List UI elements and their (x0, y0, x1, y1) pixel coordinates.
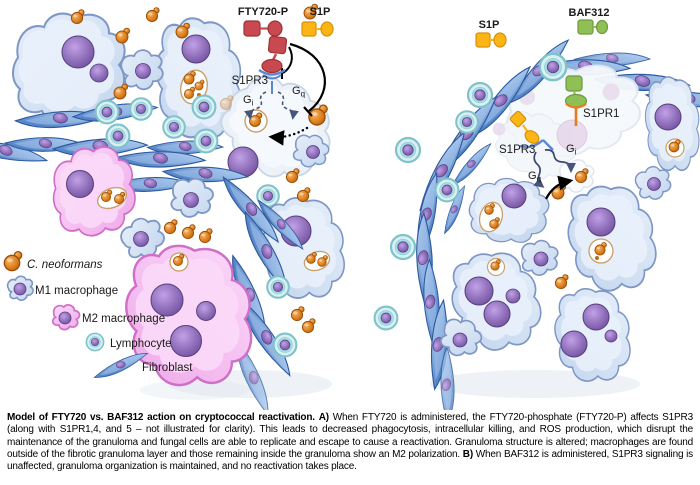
legend: C. neoformans M1 macrophage M2 macrophag… (3, 250, 193, 380)
fty720p-label: FTY720-P (238, 6, 288, 18)
legend-fungus-icon (3, 250, 23, 272)
m1-macrophage-small (520, 239, 559, 277)
caption-title: Model of FTY720 vs. BAF312 action on cry… (7, 412, 315, 423)
phagocytosis-arrow (544, 175, 574, 200)
gi-signal-arrow (244, 91, 267, 120)
m2-macrophage (46, 141, 141, 242)
s1p-ligand-icon-b (475, 32, 507, 48)
m1-macrophage (441, 241, 550, 360)
inhibition-branch (282, 46, 293, 74)
m1-macrophage-small (167, 174, 217, 222)
ghost-cells (485, 57, 647, 192)
legend-fibroblast: Fibroblast (142, 362, 193, 374)
gq-signal-arrow (533, 151, 545, 188)
figure-illustration: FTY720-P S1P S1PR3 G (0, 3, 700, 424)
membrane (262, 74, 282, 80)
s1pr3-receptor-complex-b: S1PR3 Gi Gq (499, 110, 577, 188)
ground-shadow (140, 380, 250, 400)
fungus (554, 274, 569, 290)
s1pr3-receptor-complex: S1PR3 Gi Gq (232, 35, 326, 146)
lymphocyte (266, 275, 290, 299)
m2-macrophage (120, 238, 258, 392)
m1-macrophage (258, 193, 349, 303)
s1pr1-label: S1PR1 (583, 108, 619, 120)
escape-dotted-arrow (268, 126, 309, 146)
legend-m1-macrophage: M1 macrophage (35, 285, 118, 297)
gi-signal-arrow (544, 149, 577, 174)
baf312-ligand-icon (577, 19, 609, 35)
m1-macrophage (560, 177, 664, 298)
inhibition-bar (303, 106, 313, 117)
s1pr1-receptor-complex: S1PR1 (564, 75, 619, 126)
lymphocyte (272, 332, 298, 358)
s1p-ligand-icon-a (301, 21, 334, 37)
m1-macrophage-small (289, 130, 333, 172)
gq-signal-arrow (277, 91, 299, 120)
figure-caption: Model of FTY720 vs. BAF312 action on cry… (7, 412, 693, 473)
gq-label-b: Gq (528, 170, 541, 184)
legend-c-neoformans: C. neoformans (27, 259, 103, 271)
m1-macrophage-small (435, 313, 487, 363)
inhibition-arc (289, 42, 326, 112)
membrane (565, 103, 587, 109)
caption-b-label: B) (462, 448, 473, 460)
membrane (258, 68, 286, 76)
legend-lymphocyte: Lymphocyte (110, 338, 172, 350)
s1p-label-b: S1P (479, 19, 500, 31)
legend-m1-icon (5, 273, 36, 303)
panel-b: S1P BAF312 S1PR1 (373, 7, 700, 424)
gi-label-a: Gi (243, 94, 254, 108)
gq-label-a: Gq (292, 85, 305, 99)
s1p-bound-ligand (509, 110, 527, 128)
legend-m2-icon (50, 301, 82, 333)
caption-b-text: When BAF312 is administered, S1PR3 signa… (7, 448, 693, 473)
legend-lymphocyte-icon (85, 332, 105, 352)
m1-macrophage-small (632, 162, 675, 204)
m1-macrophage (550, 284, 635, 385)
fungus (551, 183, 567, 200)
membrane (519, 139, 544, 149)
ftyp-bound-ligand (267, 35, 288, 55)
m1-macrophage-small (118, 46, 167, 94)
caption-a-text: When FTY720 is administered, the FTY720-… (7, 412, 693, 460)
s1p-label-a: S1P (310, 6, 331, 18)
panel-a: FTY720-P S1P S1PR3 G (0, 3, 349, 419)
gi-label-b: Gi (566, 143, 577, 157)
s1pr3-receptor (261, 58, 283, 74)
m1-macrophage (643, 75, 700, 173)
s1pr3-label-a: S1PR3 (232, 75, 268, 87)
caption-a-label: A) (318, 412, 329, 423)
baf312-bound-ligand (565, 75, 583, 92)
baf312-label: BAF312 (569, 7, 610, 19)
m1-macrophage-small (115, 210, 171, 266)
fty720p-ligand-icon (243, 20, 283, 37)
s1pr3-receptor (524, 130, 540, 144)
legend-m2-macrophage: M2 macrophage (82, 313, 165, 325)
s1pr3-label-b: S1PR3 (499, 144, 535, 156)
m1-macrophage (464, 173, 553, 249)
phagocytosis-event (544, 158, 595, 200)
m1-macrophage (11, 12, 126, 123)
